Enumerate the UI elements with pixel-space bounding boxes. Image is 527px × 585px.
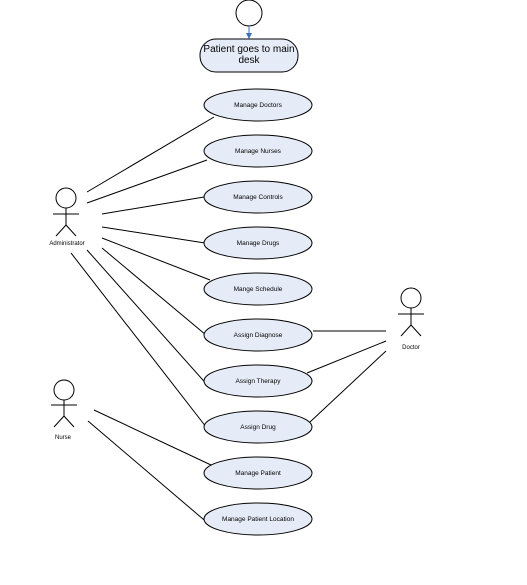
start-activity	[199, 38, 299, 73]
usecase-manage-schedule-label: Mange Schedule	[234, 286, 283, 293]
usecase-assign-therapy-label: Assign Therapy	[235, 378, 281, 385]
usecase-manage-patient-location-label: Manage Patient Location	[222, 516, 294, 523]
assoc-admin-assign-diagnose	[101, 247, 207, 336]
actor-doctor: Doctor	[398, 287, 424, 351]
usecase-manage-doctors: Manage Doctors	[203, 88, 313, 122]
actor-administrator-label: Administrator	[49, 241, 84, 247]
assoc-admin-manage-drugs	[101, 226, 206, 244]
usecase-manage-patient-label: Manage Patient	[235, 470, 281, 477]
actor-doctor-icon	[398, 287, 424, 337]
usecase-manage-drugs: Manage Drugs	[203, 226, 313, 260]
usecase-assign-therapy: Assign Therapy	[203, 364, 313, 398]
assoc-doctor-assign-drug	[309, 350, 387, 423]
assoc-admin-manage-controls	[101, 196, 205, 215]
usecase-manage-schedule: Mange Schedule	[203, 272, 313, 306]
actor-nurse-icon	[51, 379, 77, 428]
actor-administrator-icon	[53, 187, 79, 237]
usecase-manage-nurses: Manage Nurses	[203, 134, 313, 168]
usecase-manage-nurses-label: Manage Nurses	[235, 148, 282, 155]
assoc-admin-assign-therapy	[86, 249, 211, 389]
actor-nurse: Nurse	[51, 379, 77, 441]
assoc-doctor-assign-therapy	[306, 340, 387, 374]
usecase-manage-controls-label: Manage Controls	[233, 194, 283, 201]
usecase-manage-doctors-label: Manage Doctors	[234, 102, 282, 109]
assoc-nurse-manage-patient-location	[87, 420, 211, 526]
initial-node	[235, 0, 263, 27]
start-activity-label-line1: Patient goes to main	[203, 44, 294, 55]
usecase-assign-drug-label: Assign Drug	[240, 424, 276, 431]
usecase-manage-drugs-label: Manage Drugs	[237, 240, 280, 247]
assoc-nurse-manage-patient	[93, 409, 212, 466]
assoc-admin-manage-nurses	[86, 159, 208, 204]
start-activity-label-line2: desk	[238, 55, 260, 66]
assoc-admin-manage-doctors	[86, 116, 215, 193]
assoc-admin-manage-schedule	[101, 237, 211, 281]
actor-administrator: Administrator	[49, 187, 85, 247]
actor-nurse-label: Nurse	[55, 435, 72, 441]
actor-doctor-label: Doctor	[402, 345, 420, 351]
usecase-assign-diagnose-label: Assign Diagnose	[234, 332, 283, 339]
usecase-manage-patient: Manage Patient	[203, 456, 313, 490]
usecase-manage-controls: Manage Controls	[203, 180, 313, 214]
usecase-assign-drug: Assign Drug	[203, 410, 313, 444]
usecase-assign-diagnose: Assign Diagnose	[203, 318, 313, 352]
usecase-manage-patient-location: Manage Patient Location	[203, 502, 313, 536]
assoc-admin-assign-drug	[70, 252, 211, 433]
